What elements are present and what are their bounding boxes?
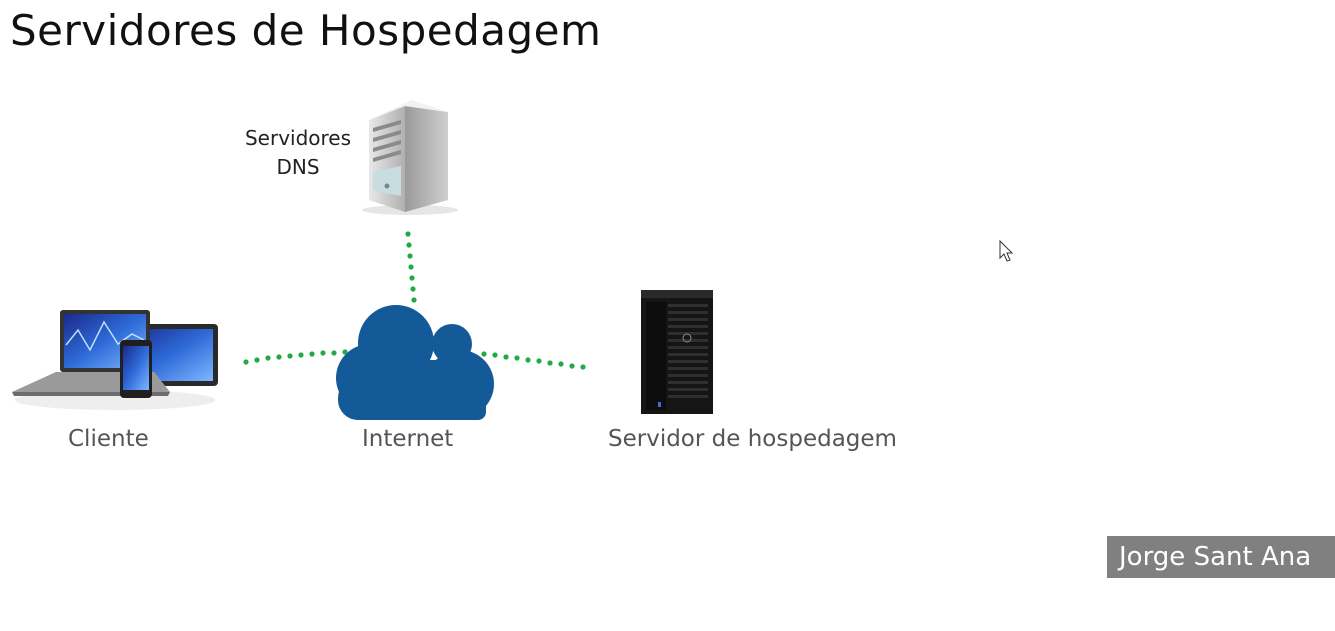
presenter-name-badge: Jorge Sant Ana [1107, 536, 1335, 578]
mouse-cursor-icon [999, 240, 1014, 262]
dns-label-line1: Servidores [244, 126, 352, 150]
dns-server-icon [362, 100, 458, 215]
client-devices-icon [12, 310, 218, 410]
host-server-label: Servidor de hospedagem [608, 426, 897, 452]
host-server-icon [641, 290, 713, 414]
internet-label: Internet [362, 426, 454, 452]
page-title: Servidores de Hospedagem [10, 6, 602, 55]
dns-label-line2: DNS [276, 155, 320, 179]
client-label: Cliente [68, 426, 149, 452]
connector-internet-host [481, 351, 586, 370]
connector-dns-internet [405, 231, 417, 303]
dns-servers-label: Servidores DNS [228, 124, 368, 182]
internet-cloud-icon [336, 305, 494, 420]
connector-client-internet [243, 349, 348, 365]
